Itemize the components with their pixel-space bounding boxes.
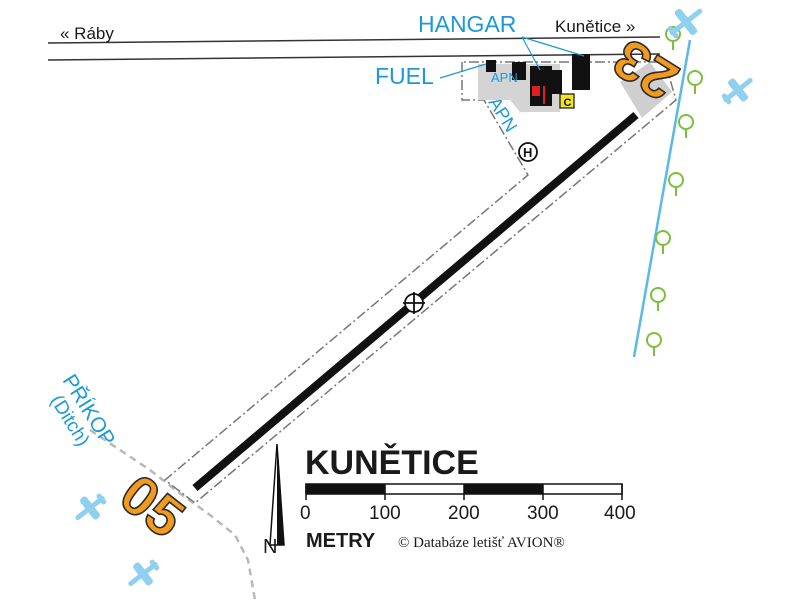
aircraft-icon bbox=[667, 8, 703, 39]
scale-units: METRY bbox=[306, 530, 376, 552]
scale-tick-0: 0 bbox=[300, 503, 311, 524]
tree-icon bbox=[650, 287, 666, 311]
tree-icon bbox=[655, 230, 671, 254]
road-label-kunetice: Kunětice » bbox=[555, 17, 635, 36]
aircraft-icons bbox=[75, 8, 753, 587]
scale-bar bbox=[305, 483, 623, 500]
scale-tick-300: 300 bbox=[527, 503, 559, 524]
runway-number-05: 05 bbox=[109, 462, 197, 550]
svg-text:H: H bbox=[523, 145, 532, 160]
tree-icon bbox=[678, 114, 694, 138]
tree-icon bbox=[646, 332, 662, 356]
tree-icons bbox=[646, 26, 703, 356]
scale-tick-400: 400 bbox=[604, 503, 636, 524]
fuel-leader bbox=[439, 63, 487, 79]
tree-icon bbox=[687, 70, 703, 94]
aircraft-icon bbox=[75, 493, 107, 521]
airfield-boundary bbox=[163, 61, 677, 504]
svg-text:C: C bbox=[564, 97, 572, 109]
helipad-icon: H bbox=[518, 142, 538, 162]
copyright: © Databáze letišť AVION® bbox=[398, 535, 565, 551]
hangar-leader-1 bbox=[521, 36, 541, 71]
arp-crosshair-icon bbox=[403, 292, 425, 314]
aircraft-icon bbox=[128, 559, 160, 587]
north-arrow-icon bbox=[269, 443, 285, 546]
aircraft-icon bbox=[721, 77, 753, 105]
hangar-leader-2 bbox=[521, 36, 585, 57]
tower-marker: C bbox=[559, 93, 575, 109]
road bbox=[47, 36, 661, 61]
apron-label: APN bbox=[491, 70, 518, 85]
road-label-raby: « Ráby bbox=[60, 24, 114, 43]
scale-tick-100: 100 bbox=[369, 503, 401, 524]
north-label: N bbox=[263, 536, 277, 558]
fuel-pump-icon bbox=[532, 86, 545, 104]
fuel-label: FUEL bbox=[375, 63, 434, 89]
scale-tick-200: 200 bbox=[448, 503, 480, 524]
tree-icon bbox=[668, 172, 684, 196]
airfield-title: KUNĚTICE bbox=[305, 444, 479, 482]
ditch-line bbox=[89, 428, 257, 600]
hangar-label: HANGAR bbox=[418, 11, 516, 37]
stream bbox=[632, 39, 692, 358]
